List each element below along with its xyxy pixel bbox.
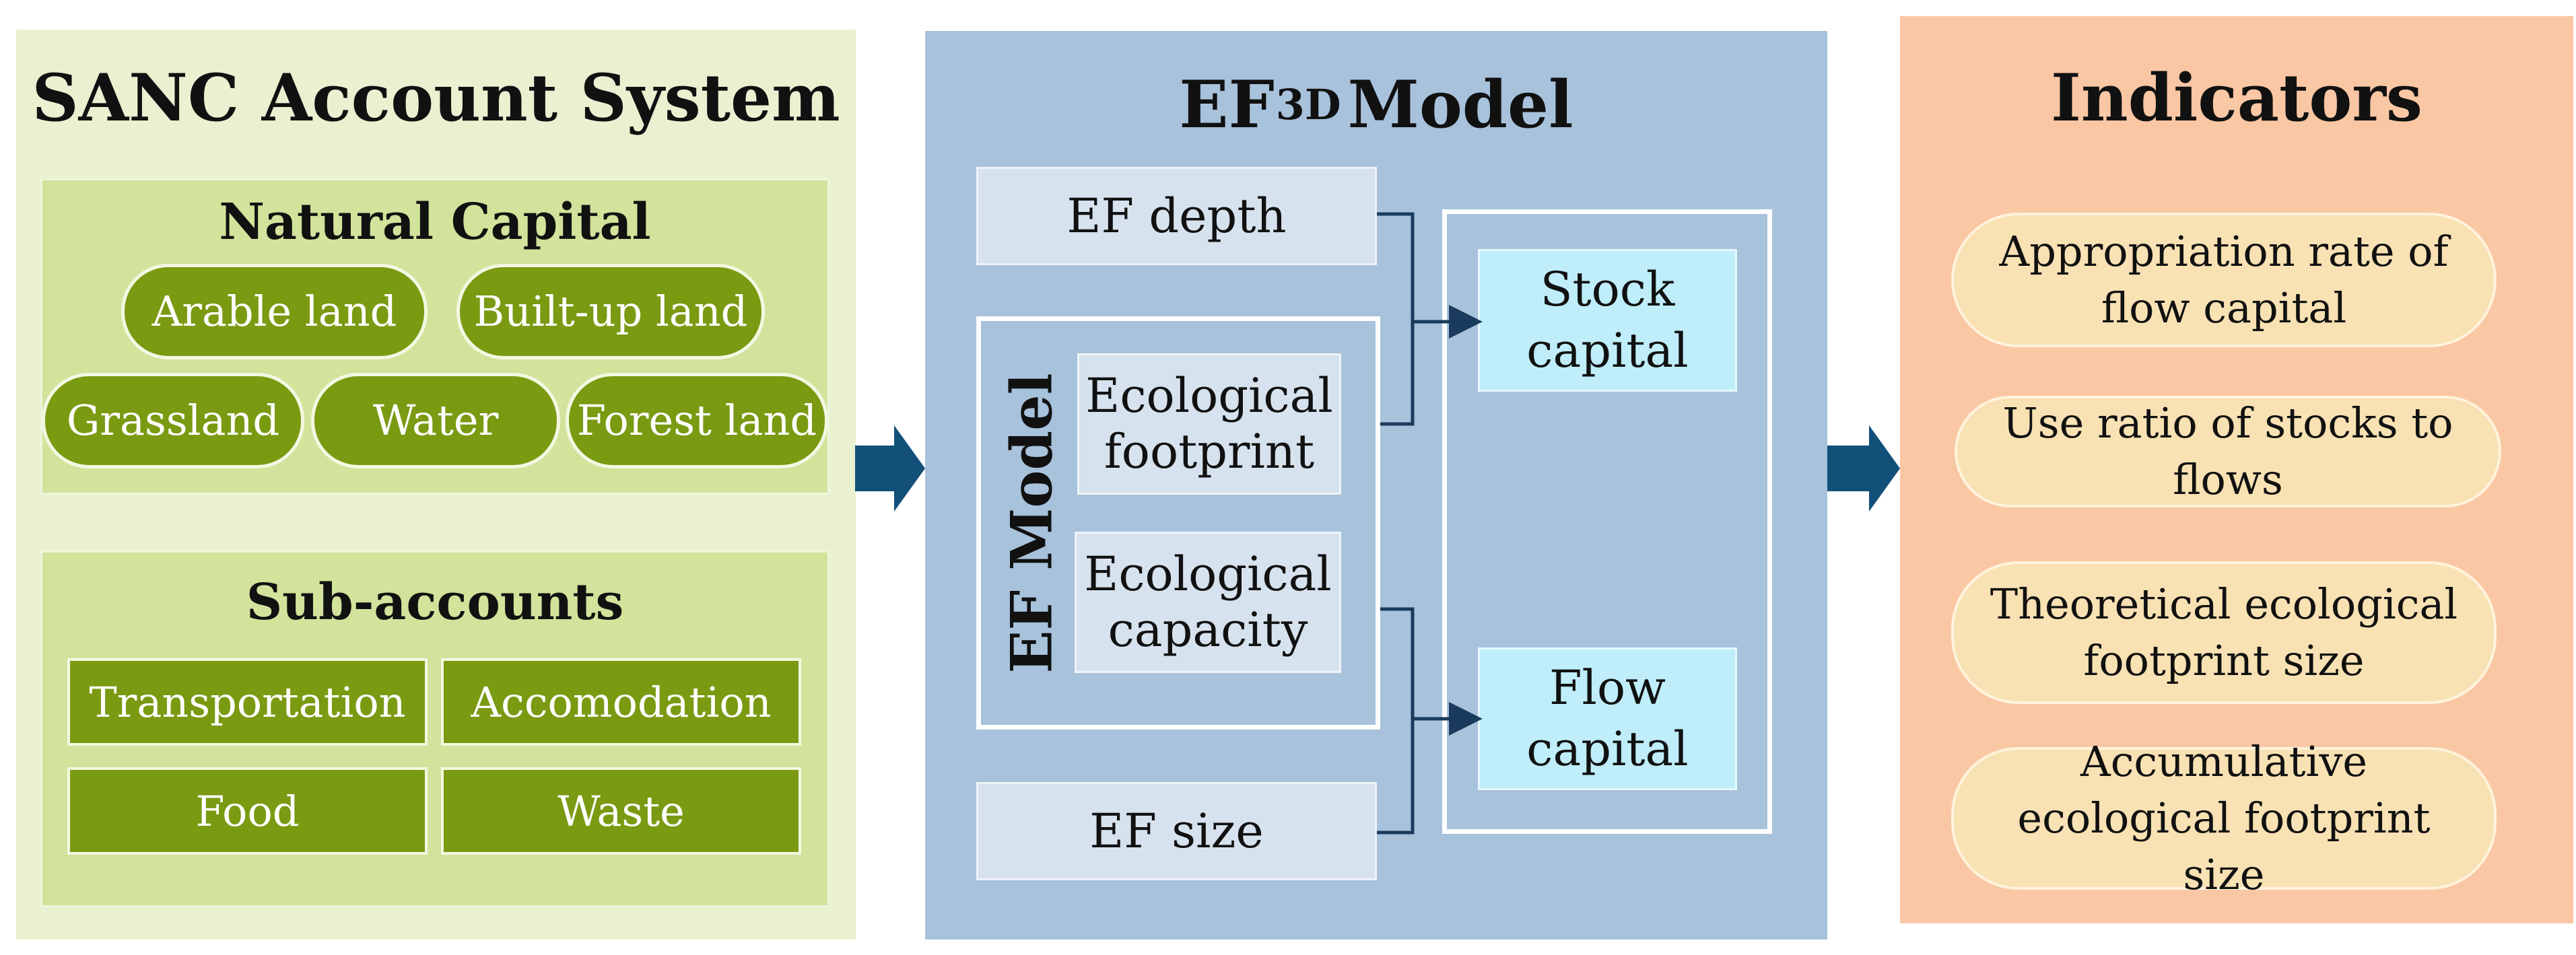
- indicator-accumulative-footprint: Accumulative ecological footprint size: [1951, 737, 2497, 899]
- ecological-capacity-box: Ecological capacity: [1075, 532, 1341, 673]
- stock-bracket-line: [1377, 212, 1415, 426]
- ef-model-frame: [976, 316, 1380, 730]
- flow-bracket-line: [1377, 607, 1415, 835]
- flow-capital-box: Flow capital: [1478, 647, 1737, 790]
- grassland-pill: Grassland: [42, 373, 304, 468]
- connectors: [1377, 212, 1483, 835]
- forest-land-pill: Forest land: [566, 373, 828, 468]
- ef-size-box: EF size: [976, 782, 1377, 880]
- ef-depth-box: EF depth: [976, 167, 1377, 265]
- indicator-use-ratio: Use ratio of stocks to flows: [1955, 396, 2501, 507]
- arrow-ef3d-to-indicators-icon: [1827, 425, 1900, 511]
- built-up-land-pill: Built-up land: [456, 264, 765, 359]
- natural-capital-title: Natural Capital: [219, 193, 651, 251]
- arable-land-pill: Arable land: [121, 264, 428, 359]
- capital-frame: [1442, 209, 1772, 834]
- sub-accounts-title: Sub-accounts: [246, 573, 624, 631]
- ecological-footprint-box: Ecological footprint: [1077, 353, 1341, 495]
- ef3d-title-superscript: 3D: [1275, 79, 1341, 129]
- accomodation-box: Accomodation: [441, 658, 801, 746]
- arrow-sanc-to-ef3d-icon: [855, 425, 925, 511]
- sanc-title: SANC Account System: [32, 59, 840, 136]
- food-box: Food: [67, 767, 428, 855]
- water-pill: Water: [311, 373, 560, 468]
- waste-box: Waste: [441, 767, 801, 855]
- indicators-title: Indicators: [2051, 59, 2422, 136]
- ef3d-title-prefix: EF: [1179, 66, 1275, 143]
- transportation-box: Transportation: [67, 658, 428, 746]
- ef3d-title-suffix: Model: [1347, 66, 1573, 143]
- indicator-appropriation-rate: Appropriation rate of flow capital: [1951, 213, 2497, 347]
- indicator-theoretical-footprint: Theoretical ecological footprint size: [1951, 561, 2497, 704]
